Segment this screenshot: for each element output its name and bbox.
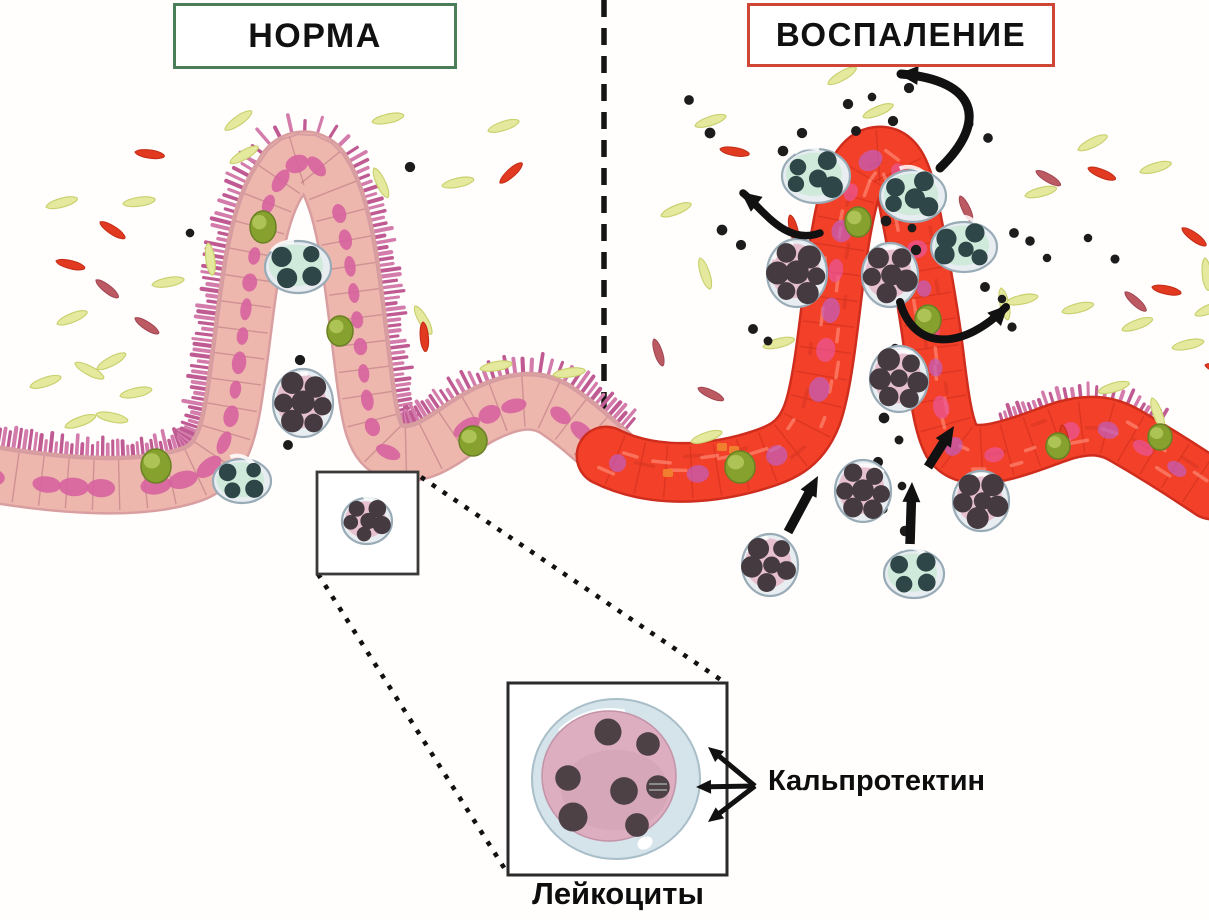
leukocyte-pink <box>740 532 800 598</box>
inflamed-leukocytes <box>740 145 1011 603</box>
normal-leukocytes <box>211 239 335 509</box>
small-zoom-box <box>315 470 420 576</box>
inflammation-panel-title-box: ВОСПАЛЕНИЕ <box>747 3 1055 67</box>
calprotectin-label: Кальпротектин <box>768 765 986 797</box>
left-secreted-granule-dots <box>185 161 416 450</box>
leukocyte-teal <box>882 545 946 603</box>
normal-panel-title: НОРМА <box>248 16 382 55</box>
leukocytes-label: Лейкоциты <box>532 876 704 911</box>
leukocyte-migration-arrows <box>739 65 1010 545</box>
magnified-leukocyte <box>531 698 701 865</box>
leukocyte-pink <box>867 344 931 414</box>
leukocyte-zoom-inset <box>315 470 757 877</box>
inflammation-panel-title: ВОСПАЛЕНИЕ <box>775 16 1027 53</box>
leukocyte-teal <box>263 239 333 295</box>
left-lumen-flora <box>29 110 586 450</box>
leukocyte-pink <box>340 496 394 546</box>
normal-villus-mucosa <box>0 113 640 515</box>
leukocyte-teal <box>929 214 999 280</box>
right-commensal-bacteria <box>660 66 1209 444</box>
leukocyte-teal <box>211 453 273 509</box>
leukocyte-pink <box>765 237 829 309</box>
right-secreted-granule-dots <box>684 82 1120 537</box>
leukocyte-teal <box>878 164 948 228</box>
right-bacteria-dark <box>652 170 1147 402</box>
orange-fleck <box>663 469 673 477</box>
left-commensal-bacteria <box>29 110 586 429</box>
leukocyte-pink <box>860 241 920 309</box>
leukocyte-pink <box>271 367 335 439</box>
normal-panel-title-box: НОРМА <box>173 3 457 69</box>
left-pathogenic-bacteria <box>55 149 523 353</box>
leukocyte-pink <box>832 458 894 524</box>
inflamed-goblet-cells <box>724 206 1173 484</box>
right-lumen-flora <box>652 66 1209 537</box>
leukocyte-pink <box>951 469 1011 533</box>
orange-fleck <box>717 443 727 451</box>
large-zoom-box <box>506 681 729 877</box>
calprotectin-pointer-arrows <box>696 747 757 822</box>
left-bacteria-dark <box>95 279 160 335</box>
normal-goblet-cells <box>140 210 488 484</box>
